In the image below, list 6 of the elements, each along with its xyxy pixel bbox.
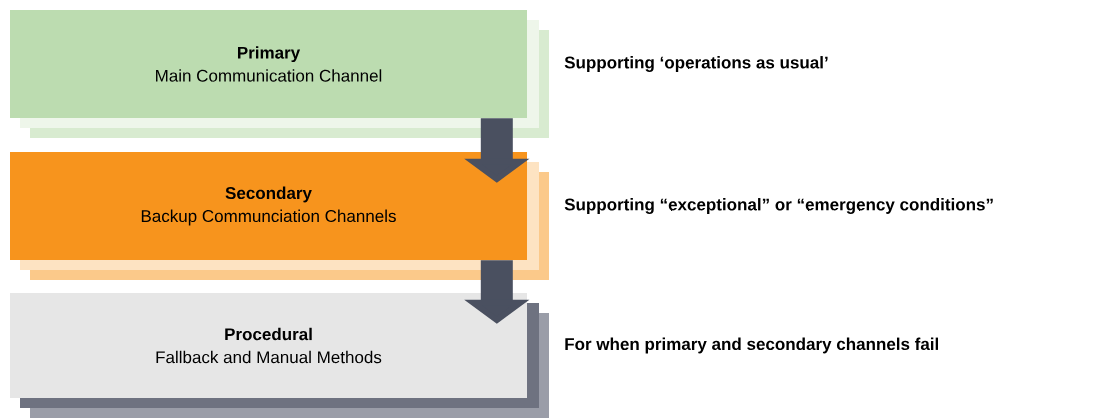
stacked-box: Procedural Fallback and Manual Methods <box>10 293 549 418</box>
side-note: Supporting ‘operations as usual’ <box>564 56 828 72</box>
stacked-box: Secondary Backup Communciation Channels <box>10 152 549 280</box>
side-note: For when primary and secondary channels fail <box>565 337 939 354</box>
stacked-box: Primary Main Communication Channel <box>10 10 549 138</box>
side-note: Supporting “exceptional” or “emergency conditions” <box>564 198 993 214</box>
